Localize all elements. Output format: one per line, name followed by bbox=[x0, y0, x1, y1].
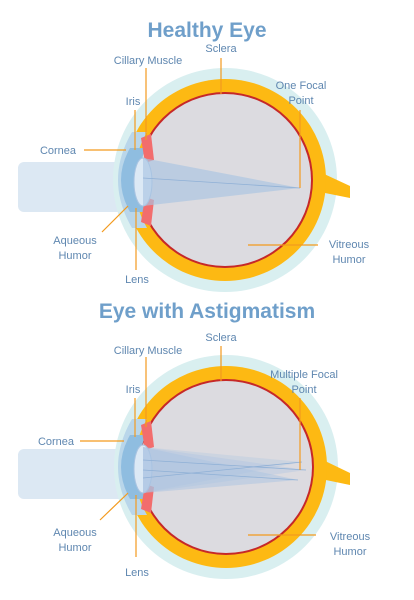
healthy-focal-label-line2: Point bbox=[288, 95, 313, 107]
healthy-vitreous-label-line2: Humor bbox=[332, 254, 365, 266]
astig-iris-label: Iris bbox=[126, 384, 141, 396]
healthy-ciliary-label: Cillary Muscle bbox=[114, 55, 182, 67]
healthy-converging-light bbox=[143, 158, 300, 206]
astig-aqueous-label-line1: Aqueous bbox=[53, 527, 97, 539]
healthy-vitreous-label-line1: Vitreous bbox=[329, 239, 370, 251]
astig-aqueous-leader bbox=[99, 492, 129, 521]
astig-focal-ray-2 bbox=[142, 469, 299, 481]
healthy-aqueous-leader bbox=[101, 205, 129, 233]
healthy-cornea-label: Cornea bbox=[40, 145, 77, 157]
healthy-optic-nerve bbox=[320, 173, 350, 198]
astig-focal-ray-1 bbox=[142, 459, 307, 471]
astig-focal-ray-3 bbox=[142, 461, 303, 479]
healthy-lens-label: Lens bbox=[125, 274, 149, 286]
healthy-focal-label-line1: One Focal bbox=[276, 80, 327, 92]
astigmatism-eye-panel: Eye with Astigmatism Sclera Cillary Musc… bbox=[18, 300, 371, 579]
healthy-eye-title: Healthy Eye bbox=[147, 19, 266, 42]
astigmatism-eye-title: Eye with Astigmatism bbox=[99, 300, 315, 323]
healthy-focal-ray bbox=[142, 177, 301, 189]
astig-cornea-label: Cornea bbox=[38, 436, 75, 448]
healthy-iris-top bbox=[141, 134, 154, 163]
astig-sclera-label: Sclera bbox=[205, 332, 237, 344]
astig-lens-label: Lens bbox=[125, 567, 149, 579]
astig-ciliary-label: Cillary Muscle bbox=[114, 345, 182, 357]
astig-vitreous-label-line1: Vitreous bbox=[330, 531, 371, 543]
astig-focal-label-line1: Multiple Focal bbox=[270, 369, 338, 381]
astig-vitreous-label-line2: Humor bbox=[333, 546, 366, 558]
astig-aqueous-label-line2: Humor bbox=[58, 542, 91, 554]
healthy-eye-panel: Healthy Eye Sclera bbox=[18, 19, 370, 292]
healthy-aqueous-label-line1: Aqueous bbox=[53, 235, 97, 247]
healthy-aqueous-label-line2: Humor bbox=[58, 250, 91, 262]
healthy-iris-label: Iris bbox=[126, 96, 141, 108]
astig-iris-top bbox=[141, 421, 154, 450]
astig-optic-nerve bbox=[321, 460, 350, 485]
astig-focal-label-line2: Point bbox=[291, 384, 316, 396]
healthy-sclera-label: Sclera bbox=[205, 43, 237, 55]
